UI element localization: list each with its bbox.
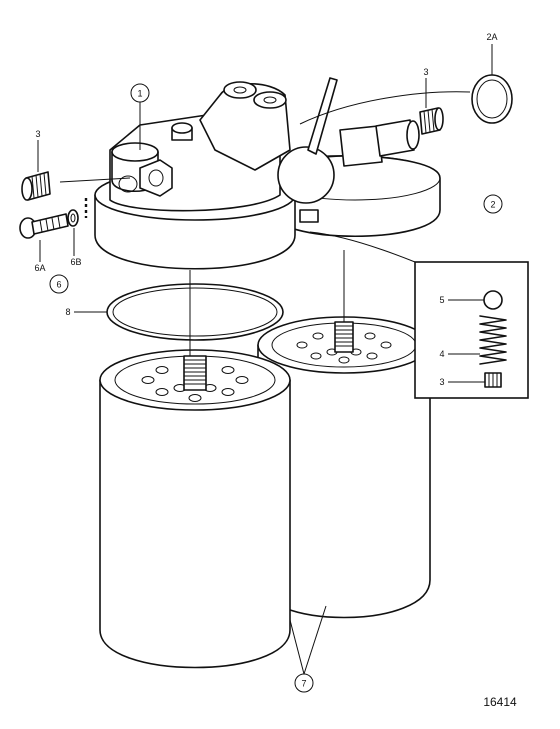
reference-number: 16414 <box>483 695 517 709</box>
callout-leaders <box>37 44 493 675</box>
callout-6b: 6B <box>70 257 81 267</box>
valve-spring <box>479 315 507 365</box>
sealing-ring <box>106 283 284 341</box>
svg-text:2: 2 <box>490 200 495 210</box>
svg-text:6: 6 <box>56 280 61 290</box>
callout-8: 8 <box>65 307 70 317</box>
callout-2a: 2A <box>486 32 497 42</box>
filter-head-bracket <box>59 77 471 270</box>
washer <box>67 209 79 227</box>
valve-plug <box>484 372 502 388</box>
sealing-ring-2a <box>471 74 513 124</box>
callout-7: 7 <box>294 673 314 693</box>
callout-1: 1 <box>130 83 150 103</box>
callout-5: 5 <box>439 295 444 305</box>
valve-inset <box>414 261 529 399</box>
plug-left <box>21 171 51 201</box>
callout-3-inset: 3 <box>439 377 444 387</box>
svg-text:1: 1 <box>137 89 142 99</box>
valve-ball <box>483 290 503 310</box>
callout-4: 4 <box>439 349 444 359</box>
filter-cartridge-front <box>99 349 291 669</box>
callout-2: 2 <box>483 194 503 214</box>
callout-6: 6 <box>49 274 69 294</box>
callout-3-left: 3 <box>35 129 40 139</box>
bleed-screw <box>19 213 69 239</box>
callout-3-right: 3 <box>423 67 428 77</box>
svg-text:7: 7 <box>301 679 306 689</box>
plug-right <box>419 107 444 135</box>
callout-6a: 6A <box>34 263 45 273</box>
